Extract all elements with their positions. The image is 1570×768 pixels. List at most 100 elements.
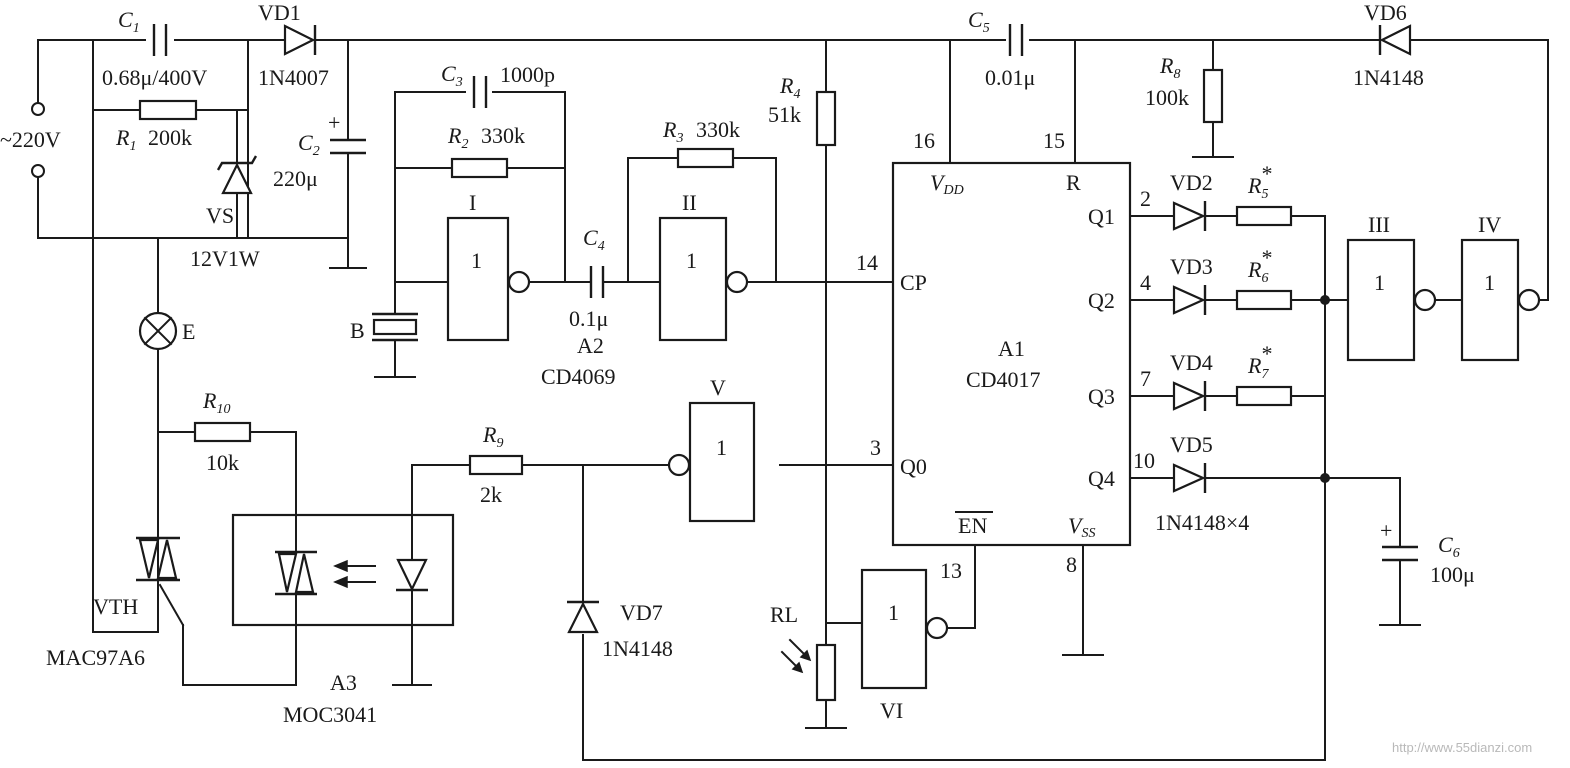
label-pin14: 14 bbox=[856, 250, 878, 275]
label-r2: R2 bbox=[447, 123, 468, 152]
label-c5-value: 0.01μ bbox=[985, 65, 1035, 90]
resistor-r5 bbox=[1235, 205, 1293, 227]
piezo-b bbox=[372, 301, 418, 353]
label-vs-value: 12V1W bbox=[190, 246, 260, 271]
label-c1: C1 bbox=[118, 7, 140, 36]
diode-vd6 bbox=[1378, 24, 1412, 56]
label-vd7-value: 1N4148 bbox=[602, 636, 673, 661]
label-c2: C2 bbox=[298, 130, 320, 159]
wires bbox=[37, 39, 1549, 761]
label-q1: Q1 bbox=[1088, 204, 1115, 229]
label-a2: A2 bbox=[577, 333, 604, 358]
resistor-r9 bbox=[468, 454, 524, 476]
gate-iii bbox=[1346, 238, 1437, 362]
label-gate-v: V bbox=[710, 375, 726, 400]
resistor-r1 bbox=[138, 99, 198, 121]
optocoupler-a3 bbox=[231, 513, 455, 627]
resistor-r6 bbox=[1235, 289, 1293, 311]
label-pin10: 10 bbox=[1133, 448, 1155, 473]
resistor-r8 bbox=[1202, 68, 1224, 124]
label-a3: A3 bbox=[330, 670, 357, 695]
label-vd1-value: 1N4007 bbox=[258, 65, 329, 90]
label-r4-value: 51k bbox=[768, 102, 801, 127]
capacitor-c4 bbox=[589, 266, 605, 298]
label-vd5: VD5 bbox=[1170, 432, 1213, 457]
label-gate-iv: IV bbox=[1478, 212, 1501, 237]
label-r3-value: 330k bbox=[696, 117, 740, 142]
label-r8-value: 100k bbox=[1145, 85, 1189, 110]
label-r1-value: 200k bbox=[148, 125, 192, 150]
gate-ii bbox=[658, 216, 749, 342]
capacitor-c1 bbox=[152, 24, 168, 56]
label-q4: Q4 bbox=[1088, 466, 1115, 491]
label-c4: C4 bbox=[583, 225, 605, 254]
label-gate-iii: III bbox=[1368, 212, 1390, 237]
resistor-r4 bbox=[815, 90, 837, 147]
label-gate-ii-symbol: 1 bbox=[686, 248, 697, 273]
capacitor-c3 bbox=[472, 76, 488, 108]
capacitor-c2 bbox=[330, 138, 366, 155]
label-pin16: 16 bbox=[913, 128, 935, 153]
label-gate-vi: VI bbox=[880, 698, 903, 723]
label-q2: Q2 bbox=[1088, 288, 1115, 313]
label-a1: A1 bbox=[998, 336, 1025, 361]
label-r7: R7* bbox=[1247, 341, 1271, 382]
diode-vd1 bbox=[283, 24, 317, 56]
label-gate-i-symbol: 1 bbox=[471, 248, 482, 273]
label-vth-value: MAC97A6 bbox=[46, 645, 145, 670]
diode-vd2 bbox=[1172, 201, 1207, 231]
diode-vd5 bbox=[1172, 463, 1207, 493]
label-pin7: 7 bbox=[1140, 366, 1151, 391]
label-r5: R5* bbox=[1247, 161, 1271, 202]
label-vd3: VD3 bbox=[1170, 254, 1213, 279]
zener-vs bbox=[216, 109, 258, 239]
label-supply: ~220V bbox=[0, 127, 61, 152]
label-r9-value: 2k bbox=[480, 482, 502, 507]
label-diodes-value: 1N4148×4 bbox=[1155, 510, 1249, 535]
watermark: http://www.55dianzi.com bbox=[1392, 740, 1532, 755]
diode-vd7 bbox=[567, 600, 599, 634]
label-gate-iii-symbol: 1 bbox=[1374, 270, 1385, 295]
label-vd6-value: 1N4148 bbox=[1353, 65, 1424, 90]
label-gate-vi-symbol: 1 bbox=[888, 600, 899, 625]
label-a1-value: CD4017 bbox=[966, 367, 1041, 392]
lamp-e bbox=[138, 311, 178, 351]
label-vd1: VD1 bbox=[258, 0, 301, 25]
label-c4-value: 0.1μ bbox=[569, 306, 608, 331]
label-r4: R4 bbox=[779, 73, 800, 102]
resistor-r7 bbox=[1235, 385, 1293, 407]
gate-iv bbox=[1460, 238, 1541, 362]
capacitor-c5 bbox=[1008, 24, 1024, 56]
label-r-pin: R bbox=[1066, 170, 1081, 195]
label-pin3: 3 bbox=[870, 435, 881, 460]
label-vd6: VD6 bbox=[1364, 0, 1407, 25]
diode-vd4 bbox=[1172, 381, 1207, 411]
label-c2-value: 220μ bbox=[273, 166, 318, 191]
label-a2-value: CD4069 bbox=[541, 364, 616, 389]
label-pin13: 13 bbox=[940, 558, 962, 583]
label-cp: CP bbox=[900, 270, 927, 295]
capacitor-c6 bbox=[1382, 545, 1418, 562]
label-vth: VTH bbox=[93, 594, 138, 619]
photoresistor-rl bbox=[780, 638, 837, 702]
diode-vd3 bbox=[1172, 285, 1207, 315]
gate-i bbox=[446, 216, 531, 342]
label-c6-plus: + bbox=[1380, 518, 1392, 543]
label-r8: R8 bbox=[1159, 53, 1180, 82]
label-b: B bbox=[350, 318, 365, 343]
label-vd7: VD7 bbox=[620, 600, 663, 625]
label-gate-ii: II bbox=[682, 190, 697, 215]
label-c2-plus: + bbox=[328, 110, 340, 135]
label-r3: R3 bbox=[662, 117, 683, 146]
resistor-r10 bbox=[193, 421, 252, 443]
label-c3: C3 bbox=[441, 61, 463, 90]
label-c3-value: 1000p bbox=[500, 62, 555, 87]
label-q3: Q3 bbox=[1088, 384, 1115, 409]
label-vdd: VDD bbox=[930, 170, 964, 198]
label-en: EN bbox=[958, 513, 987, 538]
label-r1: R1 bbox=[115, 125, 136, 154]
label-e: E bbox=[182, 319, 195, 344]
ic-a1-cd4017 bbox=[891, 161, 1132, 547]
label-r10-value: 10k bbox=[206, 450, 239, 475]
